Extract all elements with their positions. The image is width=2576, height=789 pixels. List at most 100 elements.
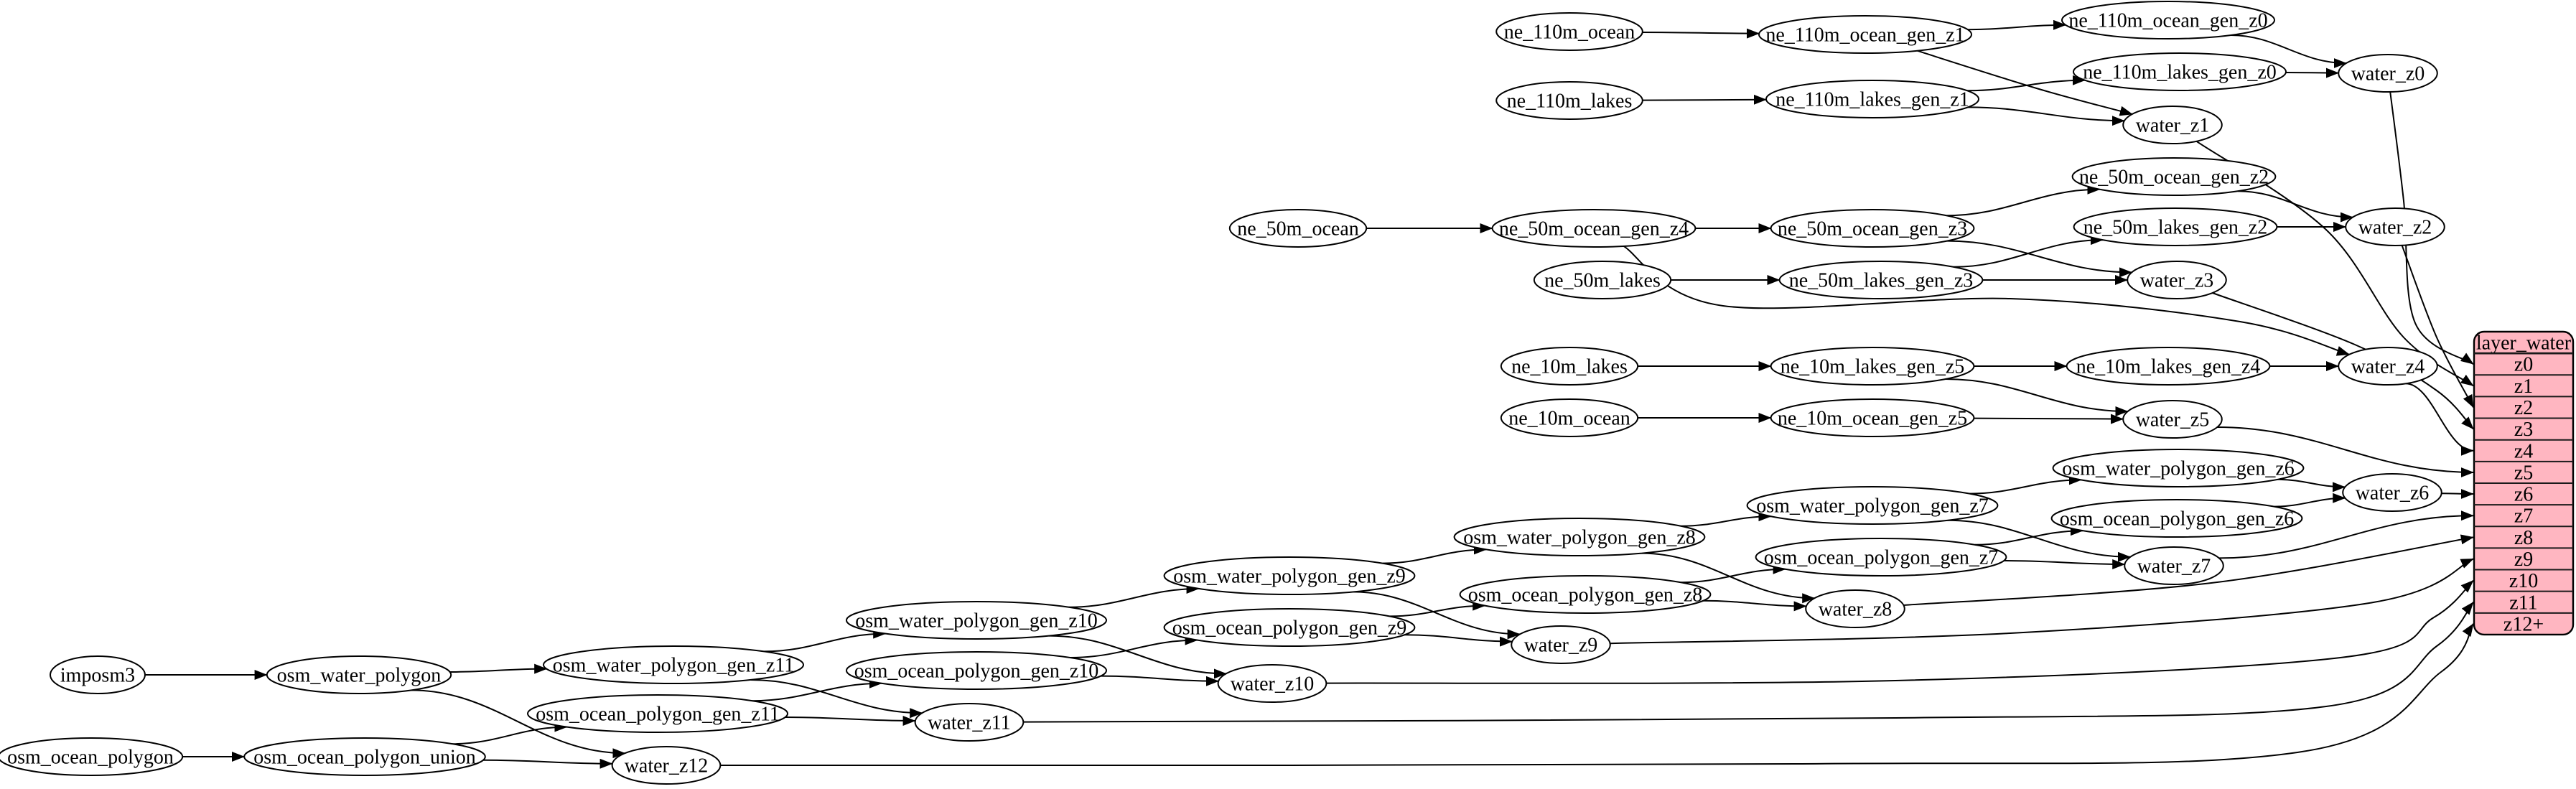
node-label-ne_50m_lakes_gen_z2: ne_50m_lakes_gen_z2 — [2083, 217, 2268, 239]
node-ellipse-ne_50m_ocean_gen_z2 — [2071, 157, 2277, 196]
node-ne_110m_lakes: ne_110m_lakes — [1495, 81, 1643, 120]
node-label-osm_water_polygon_gen_z9: osm_water_polygon_gen_z9 — [1173, 566, 1406, 588]
node-osm_ocean_polygon: osm_ocean_polygon — [0, 737, 184, 776]
node-ellipse-ne_10m_ocean — [1500, 398, 1639, 437]
node-ellipse-osm_water_polygon_gen_z9 — [1163, 556, 1416, 595]
node-ne_110m_lakes_gen_z1: ne_110m_lakes_gen_z1 — [1765, 80, 1979, 118]
node-osm_ocean_polygon_gen_z7: osm_ocean_polygon_gen_z7 — [1755, 538, 2007, 576]
edge-osm_water_polygon_gen_z8-to-osm_water_polygon_gen_z7 — [1681, 511, 1772, 527]
edge-ne_110m_ocean_gen_z1-to-water_z1 — [1916, 50, 2133, 116]
edge-ne_110m_ocean_gen_z0-to-water_z0 — [2230, 34, 2347, 68]
node-label-imposm3: imposm3 — [60, 665, 135, 687]
edge-ne_50m_ocean_gen_z3-to-water_z3 — [1946, 240, 2132, 278]
edge-osm_water_polygon_gen_z10-to-osm_water_polygon_gen_z9 — [1068, 584, 1200, 608]
node-ellipse-osm_water_polygon_gen_z8 — [1453, 518, 1706, 556]
layer-water-row-z5: z5 — [2514, 462, 2533, 484]
node-label-osm_ocean_polygon_gen_z8: osm_ocean_polygon_gen_z8 — [1468, 584, 1703, 607]
node-water_z3: water_z3 — [2127, 261, 2227, 299]
node-label-water_z10: water_z10 — [1231, 673, 1315, 696]
node-label-osm_water_polygon: osm_water_polygon — [277, 665, 442, 687]
edge-osm_ocean_polygon_union-to-water_z12 — [482, 758, 613, 769]
layer-water-row-z12+: z12+ — [2503, 613, 2544, 635]
node-ellipse-osm_water_polygon_gen_z10 — [846, 601, 1107, 640]
edge-osm_ocean_polygon_gen_z11-to-osm_ocean_polygon_gen_z10 — [752, 678, 882, 702]
node-label-ne_10m_ocean_gen_z5: ne_10m_ocean_gen_z5 — [1778, 408, 1967, 430]
edge-osm_water_polygon_gen_z8-to-water_z8 — [1641, 552, 1816, 604]
node-osm_water_polygon_gen_z10: osm_water_polygon_gen_z10 — [846, 601, 1107, 640]
node-ne_10m_ocean: ne_10m_ocean — [1500, 398, 1639, 437]
node-ellipse-ne_50m_ocean — [1228, 209, 1368, 248]
node-ellipse-ne_10m_lakes_gen_z5 — [1770, 347, 1975, 386]
edge-osm_ocean_polygon_gen_z11-to-water_z11 — [785, 715, 916, 726]
edge-water_z7-to-layer_water-z7 — [2218, 510, 2474, 559]
edge-osm_water_polygon_gen_z11-to-osm_water_polygon_gen_z10 — [764, 628, 887, 653]
node-ellipse-water_z1 — [2122, 106, 2223, 144]
node-water_z0: water_z0 — [2338, 54, 2438, 93]
node-water_z4: water_z4 — [2338, 347, 2438, 386]
node-ellipse-water_z0 — [2338, 54, 2438, 93]
edge-ne_50m_ocean_gen_z4-to-water_z4 — [1623, 245, 2350, 356]
edge-water_z4-to-layer_water-z4 — [2405, 383, 2474, 456]
node-osm_water_polygon_gen_z8: osm_water_polygon_gen_z8 — [1453, 518, 1706, 556]
node-label-water_z7: water_z7 — [2137, 556, 2211, 578]
layer-water-row-z6: z6 — [2514, 484, 2533, 506]
edge-water_z10-to-layer_water-z10 — [1326, 579, 2474, 684]
layer-water-row-z0: z0 — [2514, 354, 2533, 376]
edge-ne_110m_lakes_gen_z1-to-ne_110m_lakes_gen_z0 — [1966, 75, 2086, 92]
edge-osm_ocean_polygon_gen_z8-to-osm_ocean_polygon_gen_z7 — [1681, 564, 1786, 584]
edge-osm_ocean_polygon_gen_z10-to-water_z10 — [1101, 675, 1219, 686]
node-osm_water_polygon_gen_z7: osm_water_polygon_gen_z7 — [1746, 486, 1999, 525]
layer-water-table: layer_waterz0z1z2z3z4z5z6z7z8z9z10z11z12… — [2473, 330, 2575, 635]
node-ellipse-ne_50m_ocean_gen_z3 — [1770, 209, 1975, 248]
node-ellipse-water_z7 — [2124, 546, 2224, 585]
node-ellipse-water_z6 — [2342, 473, 2442, 512]
node-ellipse-ne_50m_ocean_gen_z4 — [1491, 209, 1697, 248]
node-ellipse-water_z12 — [611, 746, 722, 785]
node-ne_50m_ocean_gen_z4: ne_50m_ocean_gen_z4 — [1491, 209, 1697, 248]
node-ne_10m_lakes_gen_z4: ne_10m_lakes_gen_z4 — [2066, 347, 2271, 386]
edge-water_z11-to-layer_water-z11 — [1023, 602, 2474, 723]
node-water_z8: water_z8 — [1805, 589, 1905, 628]
node-ellipse-ne_110m_lakes_gen_z0 — [2073, 52, 2287, 91]
node-ellipse-osm_ocean_polygon_gen_z9 — [1163, 608, 1416, 647]
node-ellipse-osm_water_polygon_gen_z11 — [543, 645, 804, 684]
node-ne_110m_ocean_gen_z0: ne_110m_ocean_gen_z0 — [2061, 1, 2275, 39]
node-ne_50m_ocean: ne_50m_ocean — [1228, 209, 1368, 248]
edge-osm_ocean_polygon_gen_z7-to-osm_ocean_polygon_gen_z6 — [1974, 526, 2083, 546]
node-label-osm_ocean_polygon_gen_z6: osm_ocean_polygon_gen_z6 — [2060, 508, 2295, 531]
node-label-ne_50m_lakes: ne_50m_lakes — [1544, 270, 1661, 292]
node-ellipse-osm_ocean_polygon_gen_z8 — [1459, 575, 1712, 614]
edge-ne_50m_ocean_gen_z3-to-ne_50m_ocean_gen_z2 — [1946, 184, 2101, 217]
edge-osm_water_polygon_gen_z11-to-water_z11 — [750, 679, 923, 719]
node-label-osm_ocean_polygon_gen_z11: osm_ocean_polygon_gen_z11 — [536, 704, 780, 726]
node-osm_water_polygon: osm_water_polygon — [266, 655, 452, 694]
node-ellipse-imposm3 — [50, 655, 146, 694]
node-ellipse-water_z8 — [1805, 589, 1905, 628]
node-label-ne_50m_lakes_gen_z3: ne_50m_lakes_gen_z3 — [1789, 270, 1974, 292]
edge-osm_water_polygon_gen_z7-to-water_z7 — [1947, 519, 2131, 562]
node-label-water_z8: water_z8 — [1819, 599, 1893, 621]
node-label-ne_10m_ocean: ne_10m_ocean — [1508, 408, 1630, 430]
node-ellipse-ne_110m_ocean — [1495, 12, 1643, 51]
edge-osm_water_polygon_gen_z10-to-water_z10 — [1048, 635, 1227, 679]
edge-ne_110m_ocean-to-ne_110m_ocean_gen_z1 — [1642, 28, 1760, 39]
node-ellipse-ne_50m_lakes — [1533, 261, 1672, 299]
node-label-osm_ocean_polygon_gen_z10: osm_ocean_polygon_gen_z10 — [854, 660, 1099, 683]
node-ellipse-osm_water_polygon — [266, 655, 452, 694]
node-water_z7: water_z7 — [2124, 546, 2224, 585]
node-ellipse-ne_110m_ocean_gen_z1 — [1758, 15, 1972, 54]
edge-osm_ocean_polygon_union-to-osm_ocean_polygon_gen_z11 — [452, 722, 568, 745]
node-ellipse-osm_ocean_polygon — [0, 737, 184, 776]
node-ellipse-water_z5 — [2122, 400, 2223, 439]
node-ne_50m_lakes: ne_50m_lakes — [1533, 261, 1672, 299]
node-ellipse-water_z3 — [2127, 261, 2227, 299]
node-osm_ocean_polygon_gen_z10: osm_ocean_polygon_gen_z10 — [846, 651, 1107, 690]
node-label-ne_50m_ocean_gen_z2: ne_50m_ocean_gen_z2 — [2079, 167, 2269, 189]
node-label-ne_50m_ocean_gen_z4: ne_50m_ocean_gen_z4 — [1499, 218, 1689, 241]
node-water_z5: water_z5 — [2122, 400, 2223, 439]
node-water_z11: water_z11 — [914, 703, 1025, 742]
node-label-water_z12: water_z12 — [625, 755, 709, 778]
edge-water_z9-to-layer_water-z9 — [1610, 558, 2474, 645]
node-osm_ocean_polygon_gen_z11: osm_ocean_polygon_gen_z11 — [527, 694, 788, 733]
